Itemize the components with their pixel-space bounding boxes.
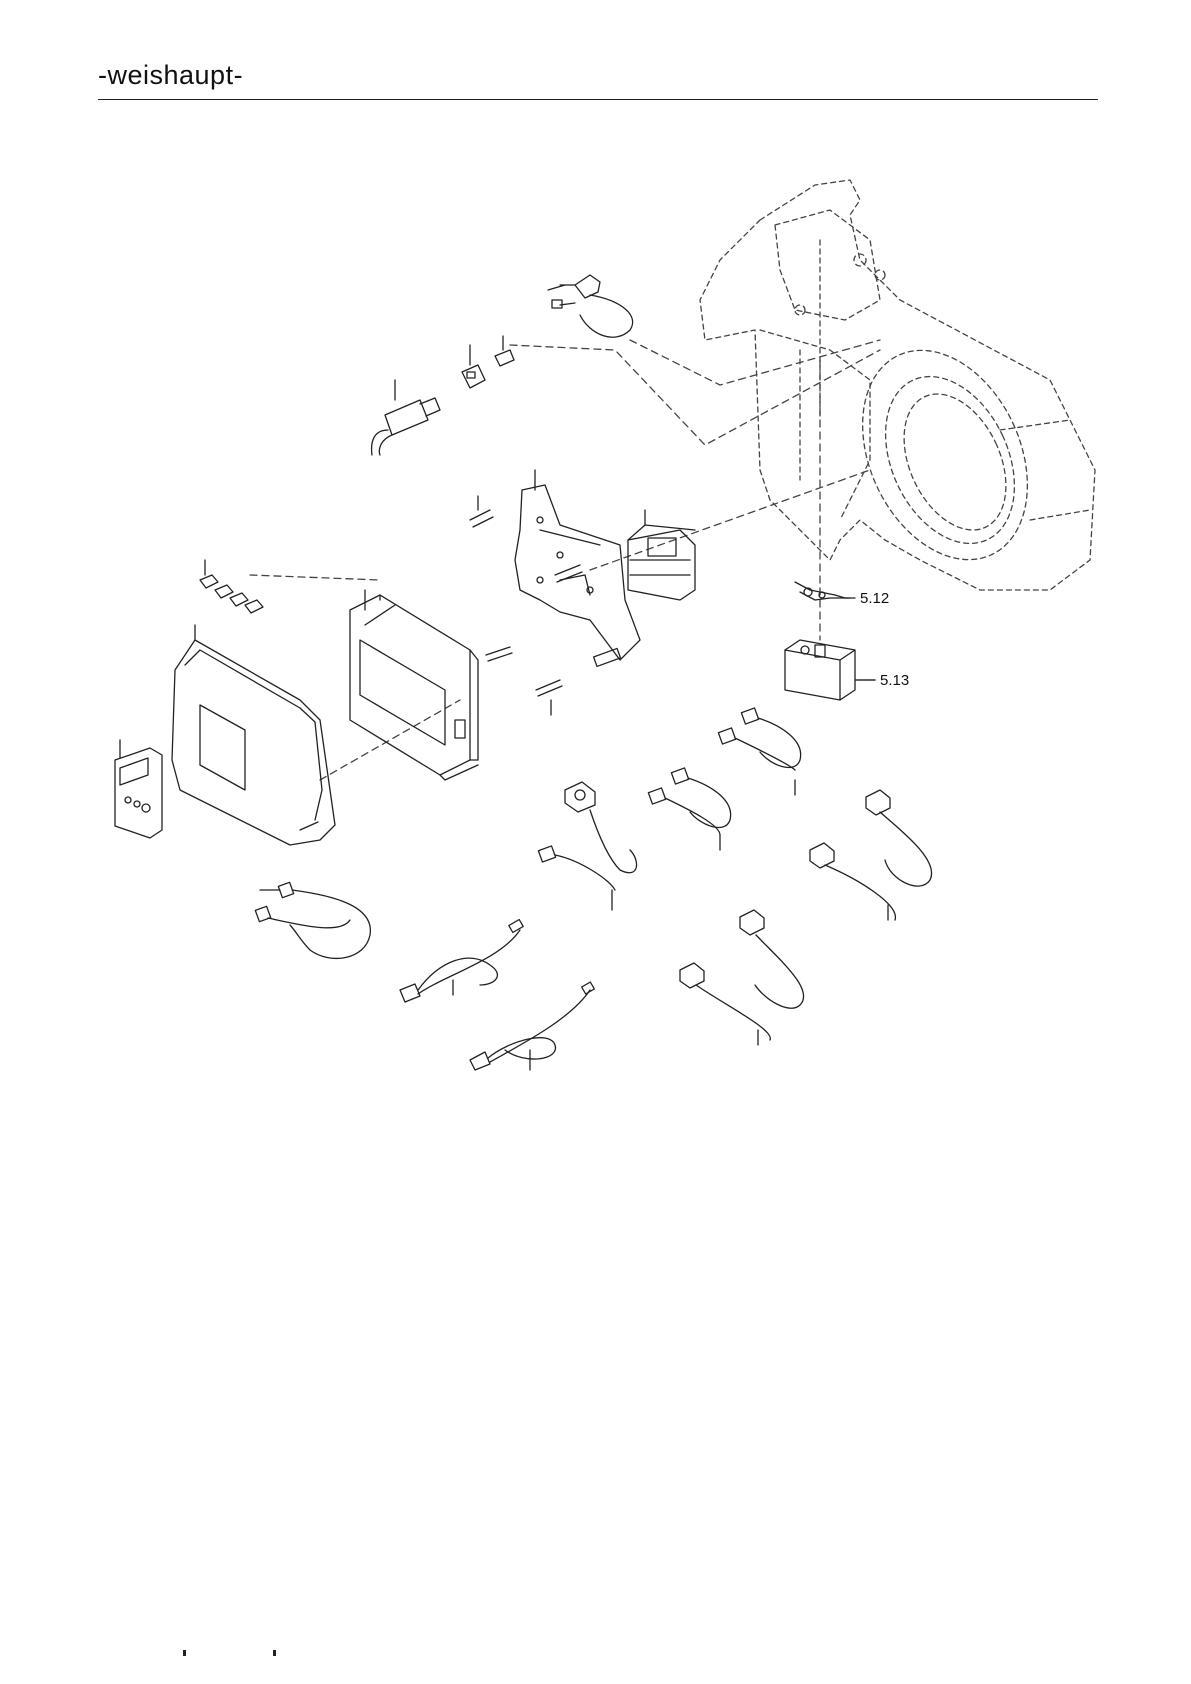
- cable-1: [255, 882, 370, 958]
- cable-5: [648, 768, 730, 850]
- flame-sensor: [372, 380, 440, 455]
- mounting-plate: [515, 470, 640, 666]
- cable-3: [470, 982, 594, 1070]
- ignition-unit: [785, 640, 875, 700]
- burner-housing: [700, 180, 1095, 590]
- cable-6: [718, 708, 800, 795]
- footer-mark-left: [183, 1650, 186, 1656]
- assembly-leader-lines: [250, 340, 880, 780]
- control-unit: [350, 590, 478, 780]
- plug-cable-top: [548, 275, 633, 337]
- callout-5-12: 5.12: [860, 590, 889, 607]
- studs: [470, 496, 582, 715]
- cable-7: [810, 790, 932, 920]
- footer-mark-right: [273, 1650, 276, 1656]
- terminal-connectors: [200, 560, 263, 613]
- ignition-clip: [795, 582, 855, 600]
- cable-8: [680, 910, 804, 1045]
- callout-5-13: 5.13: [880, 672, 909, 689]
- cable-2: [400, 920, 523, 1002]
- display-module: [115, 740, 162, 838]
- ignition-transformer: [628, 510, 695, 600]
- gaskets: [462, 336, 514, 388]
- front-cover: [172, 625, 335, 845]
- cable-4: [538, 782, 636, 910]
